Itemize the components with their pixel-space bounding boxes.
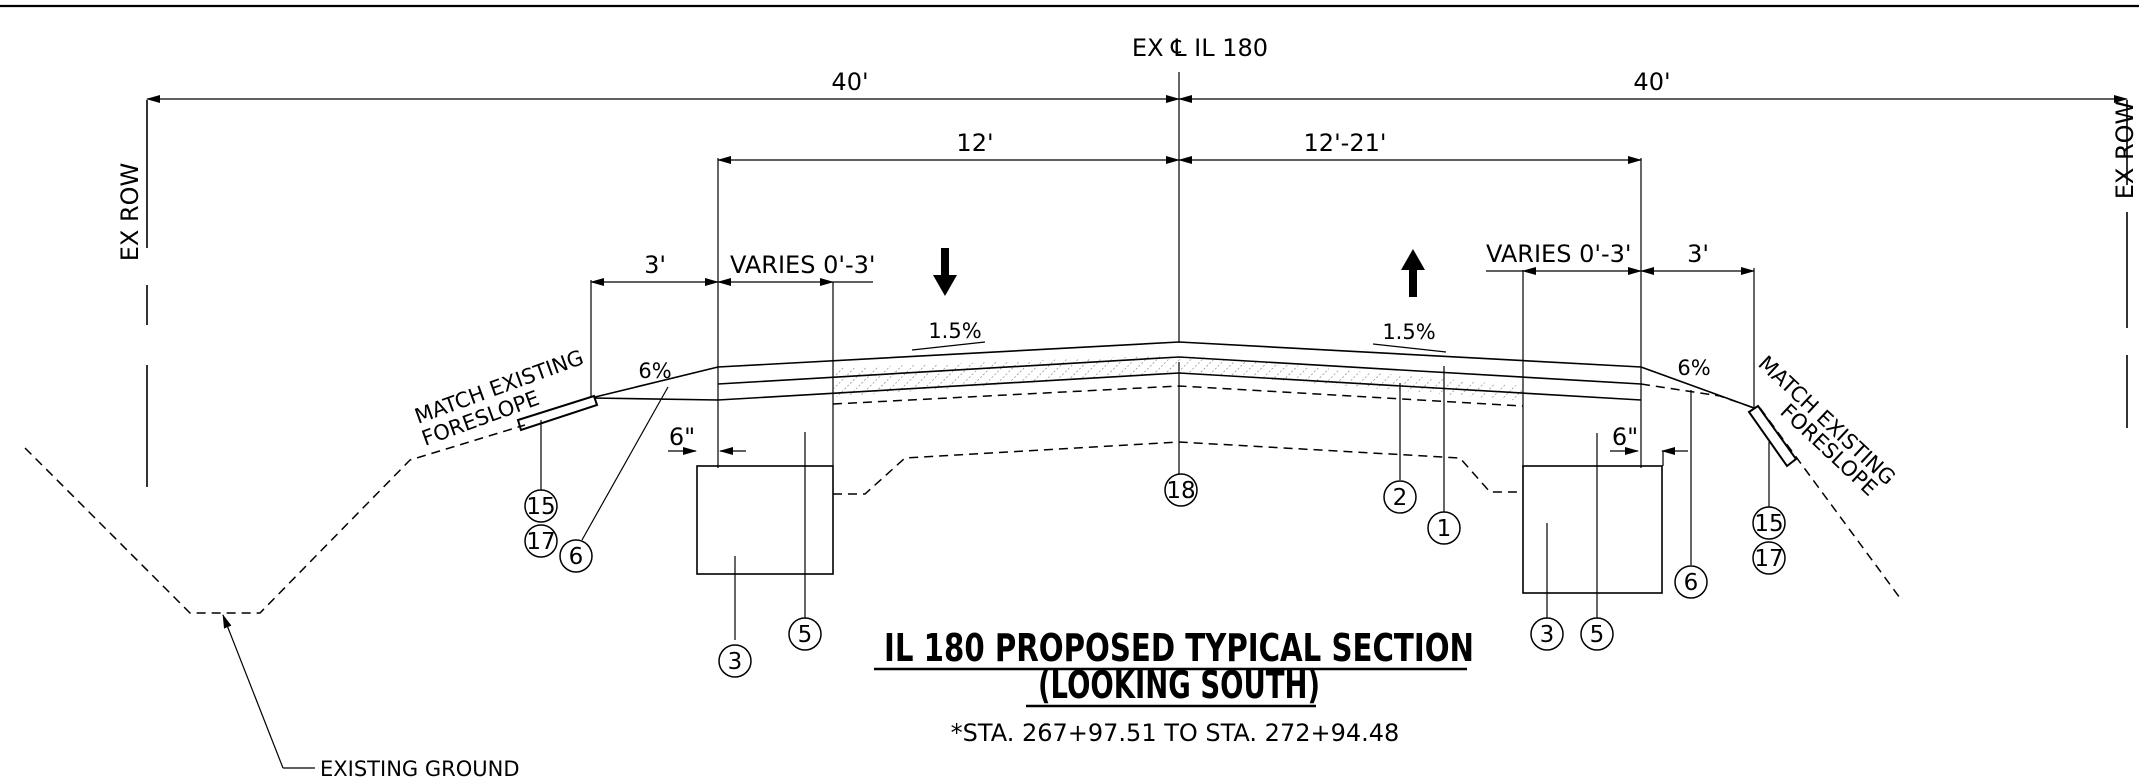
- dim-left-offset-text: 6": [669, 423, 695, 451]
- callout-18: 18: [1164, 473, 1198, 507]
- pavement-top: [717, 341, 1642, 368]
- svg-text:15: 15: [526, 494, 555, 520]
- callout-15-left: 15: [524, 489, 558, 523]
- svg-text:17: 17: [526, 529, 555, 555]
- callout-17-right: 17: [1752, 541, 1786, 575]
- svg-text:5: 5: [798, 622, 813, 648]
- svg-text:15: 15: [1754, 511, 1783, 537]
- direction-arrow-down: [933, 248, 957, 296]
- slope-left-lane-arrow: [911, 341, 986, 351]
- dim-left-varies-text: VARIES 0'-3': [730, 251, 875, 279]
- callout-5-right: 5: [1580, 617, 1614, 651]
- existing-ground-leader: [222, 614, 284, 769]
- callout-5-left: 5: [788, 617, 822, 651]
- svg-text:6: 6: [569, 544, 584, 570]
- curb-box-right: [1522, 465, 1663, 594]
- leader-6-left: [581, 386, 669, 541]
- shoulder-left-bottom: [590, 397, 719, 401]
- centerline-label: EX ℄ IL 180: [1132, 34, 1268, 62]
- row-label-left: EX ROW: [116, 163, 144, 262]
- callout-3-left: 3: [718, 644, 752, 678]
- svg-text:18: 18: [1166, 478, 1195, 504]
- pavement-bottom-dashed: [832, 385, 1524, 407]
- callout-2: 2: [1383, 480, 1417, 514]
- title-line2: (LOOKING SOUTH): [1038, 663, 1320, 707]
- callout-1: 1: [1427, 511, 1461, 545]
- svg-text:2: 2: [1393, 485, 1408, 511]
- title-line1: IL 180 PROPOSED TYPICAL SECTION: [884, 626, 1474, 670]
- callout-3-right: 3: [1530, 617, 1564, 651]
- existing-ground-label: EXISTING GROUND: [320, 757, 520, 781]
- foreslope-match-right: [1747, 404, 1798, 468]
- dim-right-lane-text: 12'-21': [1304, 129, 1387, 157]
- svg-text:3: 3: [728, 649, 743, 675]
- dim-left-half-text: 40': [831, 68, 868, 96]
- svg-text:6: 6: [1684, 570, 1699, 596]
- dim-left-shoulder-text: 3': [644, 251, 666, 279]
- svg-text:3: 3: [1540, 622, 1555, 648]
- subgrade-dashed: [833, 441, 1523, 495]
- direction-arrow-up: [1401, 249, 1425, 297]
- row-label-right: EX ROW: [2111, 101, 2139, 200]
- slope-left-lane: 1.5%: [928, 319, 981, 343]
- pavement-layer-1: [717, 356, 1642, 385]
- dim-left-lane-text: 12': [956, 129, 993, 157]
- station-range: *STA. 267+97.51 TO STA. 272+94.48: [951, 719, 1400, 747]
- callout-15-right: 15: [1752, 506, 1786, 540]
- slope-right-lane-arrow: [1372, 343, 1447, 353]
- callout-6-left: 6: [559, 539, 593, 573]
- curb-box-left: [696, 465, 834, 575]
- slope-right-lane: 1.5%: [1382, 320, 1435, 344]
- callout-17-left: 17: [524, 524, 558, 558]
- dim-right-half-text: 40': [1633, 68, 1670, 96]
- pavement-layer-2: [717, 372, 1642, 401]
- dim-right-varies-text: VARIES 0'-3': [1486, 240, 1631, 268]
- slope-right-shoulder: 6%: [1677, 356, 1710, 380]
- match-right-line1: MATCH EXISTING: [1754, 351, 1900, 490]
- pavement-hatch: [833, 355, 1523, 401]
- svg-text:17: 17: [1754, 546, 1783, 572]
- shoulder-left-top: [590, 366, 719, 399]
- svg-text:1: 1: [1437, 516, 1452, 542]
- svg-text:5: 5: [1590, 622, 1605, 648]
- existing-ground-right: [1759, 407, 1901, 599]
- existing-ground-left: [24, 424, 526, 614]
- shoulder-right-dashed: [1640, 383, 1755, 409]
- dim-right-shoulder-text: 3': [1687, 240, 1709, 268]
- dim-right-offset-text: 6": [1612, 423, 1638, 451]
- callout-6-right: 6: [1674, 565, 1708, 599]
